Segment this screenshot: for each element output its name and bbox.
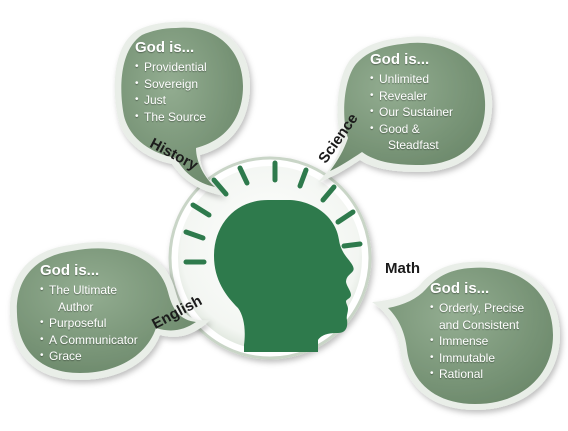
ray <box>341 241 363 249</box>
history-item: Sovereign <box>135 76 243 93</box>
science-item: Good & <box>370 121 482 138</box>
english-list: The Ultimate Author Purposeful A Communi… <box>40 282 165 365</box>
english-item: Grace <box>40 348 165 365</box>
ray <box>335 209 356 225</box>
ray <box>320 184 337 203</box>
idea-rays <box>183 160 363 265</box>
history-item: Just <box>135 92 243 109</box>
english-item: The Ultimate <box>40 282 165 299</box>
science-item: Unlimited <box>370 71 482 88</box>
ray <box>237 165 250 186</box>
english-heading: God is... <box>40 262 100 279</box>
english-content: God is... The Ultimate Author Purposeful… <box>40 262 165 365</box>
history-item: The Source <box>135 109 243 126</box>
history-item: Providential <box>135 59 243 76</box>
ray <box>211 177 229 197</box>
math-item: and Consistent <box>439 317 520 332</box>
ray <box>183 229 206 241</box>
science-item: Steadfast <box>388 138 439 152</box>
english-item: Author <box>58 299 94 314</box>
history-heading: God is... <box>135 39 195 56</box>
math-item: Immutable <box>430 350 555 367</box>
math-content: God is... Orderly, Precise and Consisten… <box>430 280 555 383</box>
history-list: Providential Sovereign Just The Source <box>135 59 243 125</box>
math-list: Orderly, Precise and Consistent Immense … <box>430 300 555 383</box>
ray <box>297 167 309 189</box>
science-content: God is... Unlimited Revealer Our Sustain… <box>370 51 482 154</box>
math-item: Orderly, Precise <box>430 300 555 317</box>
math-heading: God is... <box>430 280 490 297</box>
english-item: Purposeful <box>40 315 165 332</box>
science-list: Unlimited Revealer Our Sustainer Good & … <box>370 71 482 154</box>
science-heading: God is... <box>370 51 430 68</box>
math-item: Immense <box>430 333 555 350</box>
history-content: God is... Providential Sovereign Just Th… <box>135 39 243 125</box>
science-item: Revealer <box>370 88 482 105</box>
math-item: Rational <box>430 366 555 383</box>
english-item: A Communicator <box>40 332 165 349</box>
head-silhouette <box>214 200 354 352</box>
ray <box>190 202 212 218</box>
subject-label-math: Math <box>385 260 420 277</box>
science-item: Our Sustainer <box>370 104 482 121</box>
